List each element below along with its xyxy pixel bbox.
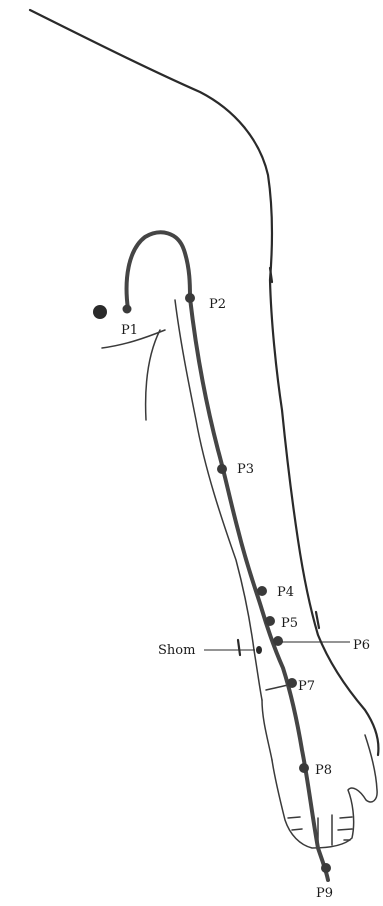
label-p2: P2 xyxy=(209,297,226,312)
label-p9: P9 xyxy=(316,886,333,901)
label-p6: P6 xyxy=(353,638,370,653)
shoulder-dot xyxy=(93,305,107,319)
point-p2 xyxy=(185,293,195,303)
point-p3 xyxy=(217,464,227,474)
meridian-channel xyxy=(127,232,328,880)
point-p5 xyxy=(265,616,275,626)
label-p4: P4 xyxy=(277,585,294,600)
arm-inner-contour xyxy=(175,300,262,700)
point-p8 xyxy=(299,763,309,773)
point-p7 xyxy=(287,678,297,688)
shom-point xyxy=(256,646,262,654)
label-shom: Shom xyxy=(158,643,195,658)
point-p6 xyxy=(273,636,283,646)
label-p3: P3 xyxy=(237,462,254,477)
label-p7: P7 xyxy=(298,679,315,694)
hand-outline xyxy=(272,735,377,848)
point-p9 xyxy=(321,863,331,873)
label-p8: P8 xyxy=(315,763,332,778)
forearm-inner-edge xyxy=(262,700,272,760)
point-p4 xyxy=(257,586,267,596)
forearm-mark xyxy=(238,640,240,655)
label-p1: P1 xyxy=(121,323,138,338)
label-p5: P5 xyxy=(281,616,298,631)
point-p1 xyxy=(123,305,132,314)
armpit-line xyxy=(146,330,160,420)
